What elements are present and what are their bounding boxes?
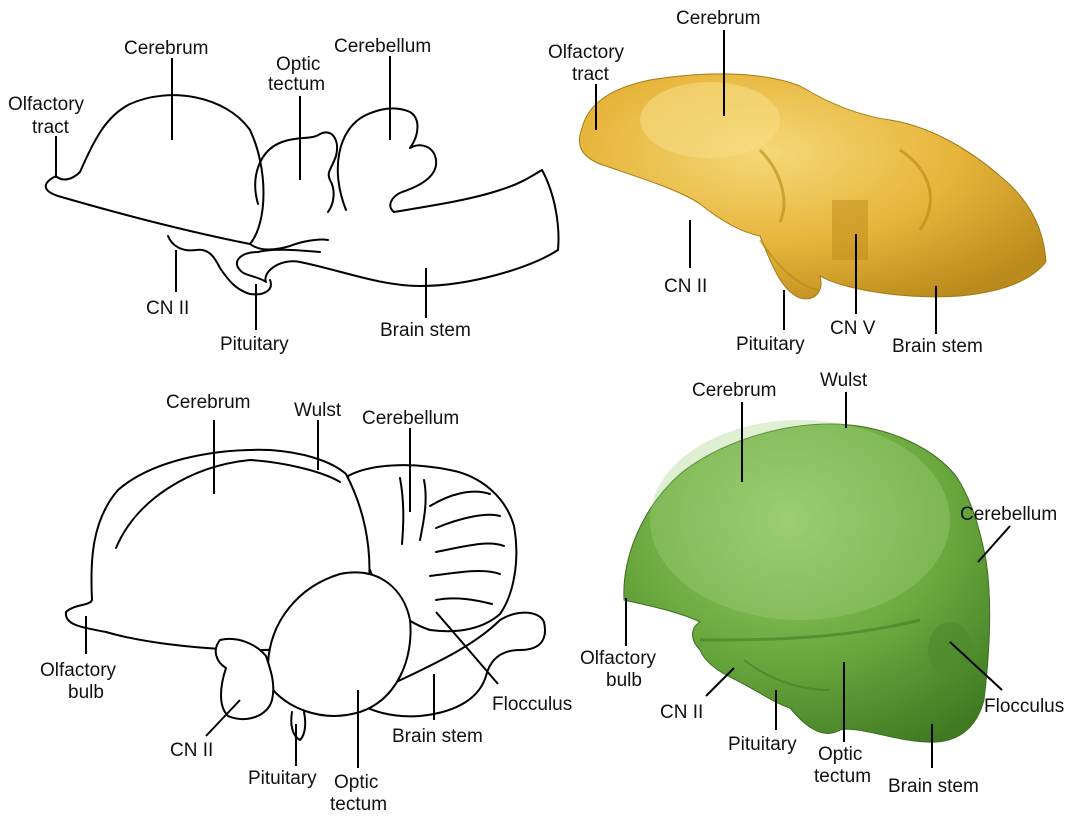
label-olfactory-tract-3d-line2: tract [572,64,610,85]
cn-v-root [832,200,868,260]
label-cerebrum-bl: Cerebrum [166,392,250,413]
panel-bottom-right-endocast: Cerebrum Wulst Cerebellum Olfactory bulb… [580,370,1064,797]
cerebrum-highlight-green [650,420,950,620]
label-optic-tectum-line2: tectum [268,74,325,95]
cerebrum-highlight [640,82,780,158]
cerebellum-outline [338,109,436,212]
label-cerebrum: Cerebrum [124,38,208,59]
cerebrum-outline [46,95,264,244]
pituitary-bl-outline [291,712,305,740]
label-cn-ii: CN II [146,298,189,319]
brainstem-outline [237,170,559,286]
label-olfactory-tract-line1: Olfactory [8,94,85,115]
panel-bottom-left-line-drawing: Cerebrum Wulst Cerebellum Olfactory bulb… [40,392,572,815]
label-cerebellum-br: Cerebellum [960,504,1057,525]
label-olfactory-bulb-br-line1: Olfactory [580,648,657,669]
label-flocculus-br: Flocculus [984,696,1064,717]
label-wulst-br: Wulst [820,370,868,391]
label-cn-ii-bl: CN II [170,740,213,761]
ventral-outline [250,239,328,249]
leader-cn-ii-br [706,668,734,696]
label-pituitary-bl: Pituitary [248,768,317,789]
label-cn-ii-br: CN II [660,702,703,723]
label-flocculus-bl: Flocculus [492,694,572,715]
label-optic-tectum-br-line2: tectum [814,766,871,787]
panel-top-right-endocast: Olfactory tract Cerebrum CN II Pituitary… [548,8,1046,357]
label-cerebrum-3d: Cerebrum [676,8,760,29]
label-pituitary-br: Pituitary [728,734,797,755]
label-olfactory-tract-line2: tract [32,117,70,138]
flocculus-lobe [928,622,972,678]
label-optic-tectum-line1: Optic [276,54,320,75]
label-brain-stem: Brain stem [380,320,471,341]
label-cerebellum-bl: Cerebellum [362,408,459,429]
label-pituitary: Pituitary [220,334,289,355]
label-olfactory-bulb-bl-line1: Olfactory [40,660,117,681]
panel-top-left-line-drawing: Olfactory tract Cerebrum Optic tectum Ce… [8,36,558,355]
label-pituitary-3d: Pituitary [736,334,805,355]
label-olfactory-tract-3d-line1: Olfactory [548,42,625,63]
label-cerebrum-br: Cerebrum [692,380,776,401]
label-brain-stem-3d: Brain stem [892,336,983,357]
label-olfactory-bulb-br-line2: bulb [606,670,642,691]
label-brain-stem-br: Brain stem [888,776,979,797]
label-cn-v-3d: CN V [830,318,876,339]
label-brain-stem-bl: Brain stem [392,726,483,747]
label-optic-tectum-bl-line2: tectum [330,794,387,815]
label-cerebellum: Cerebellum [334,36,431,57]
label-cn-ii-3d: CN II [664,276,707,297]
label-optic-tectum-bl-line1: Optic [334,772,378,793]
label-optic-tectum-br-line1: Optic [818,744,862,765]
label-olfactory-bulb-bl-line2: bulb [68,682,104,703]
optic-tectum-outline [255,132,337,212]
label-wulst-bl: Wulst [294,400,342,421]
